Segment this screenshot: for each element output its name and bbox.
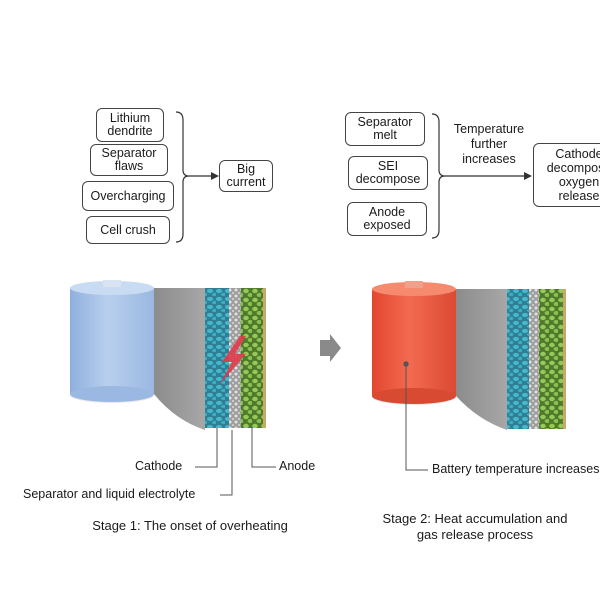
stage1-electrode-sheet bbox=[154, 288, 205, 430]
condition-temperature-increases: Temperature further increases bbox=[453, 122, 525, 166]
cathode-label: Cathode bbox=[135, 459, 183, 473]
stage2-caption: Stage 2: Heat accumulation and gas relea… bbox=[382, 511, 568, 542]
stage2-anode-layer bbox=[539, 289, 563, 429]
stage1-caption: Stage 1: The onset of overheating bbox=[92, 518, 288, 533]
cause-separator-flaws: Separator flaws bbox=[90, 144, 168, 176]
separator-electrolyte-label: Separator and liquid electrolyte bbox=[23, 487, 196, 501]
stage2-bracket bbox=[431, 113, 446, 239]
cause-separator-melt: Separator melt bbox=[345, 112, 425, 146]
stage2-cathode-layer bbox=[507, 289, 529, 429]
cause-overcharging: Overcharging bbox=[82, 181, 174, 211]
cause-sei-decompose: SEI decompose bbox=[348, 156, 428, 190]
result-big-current: Big current bbox=[219, 160, 273, 192]
stage2-battery-cell bbox=[372, 281, 456, 405]
stage2-separator-layer bbox=[529, 289, 539, 429]
cause-anode-exposed: Anode exposed bbox=[347, 202, 427, 236]
cause-cell-crush: Cell crush bbox=[86, 216, 170, 244]
cause-lithium-dendrite: Lithium dendrite bbox=[96, 108, 164, 142]
anode-label: Anode bbox=[279, 459, 316, 473]
result-cathode-decompose: Cathode decompose oxygen release bbox=[533, 143, 600, 207]
stage1-arrow bbox=[189, 172, 219, 180]
stage-transition-arrow-icon bbox=[320, 334, 341, 362]
stage1-anode-layer bbox=[241, 288, 263, 428]
stage1-battery-cell bbox=[70, 280, 154, 403]
battery-temperature-label: Battery temperature increases bbox=[432, 462, 600, 476]
lightning-bolt-icon bbox=[220, 336, 246, 384]
stage2-temperature-leader bbox=[403, 361, 428, 471]
stage2-arrow bbox=[445, 172, 532, 180]
stage1-leader-lines bbox=[195, 428, 276, 496]
stage1-bracket bbox=[175, 111, 190, 243]
stage2-electrode-sheet bbox=[456, 289, 507, 430]
